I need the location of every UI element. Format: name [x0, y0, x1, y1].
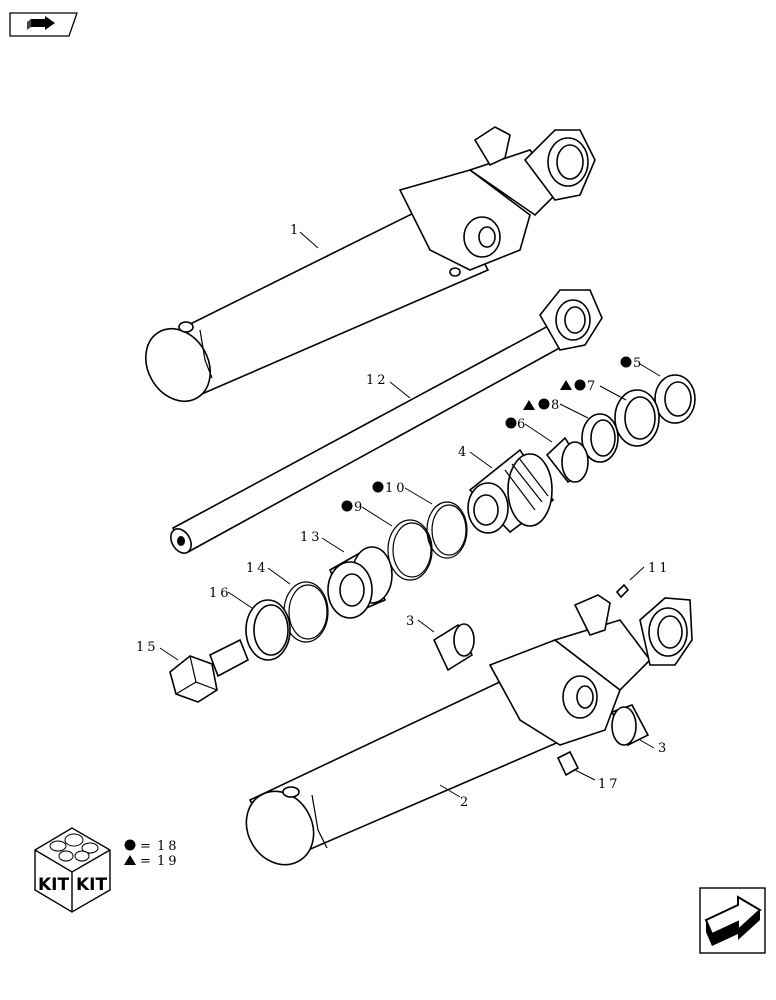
callout-3b: 3	[658, 741, 669, 756]
callout-5: 5	[633, 356, 644, 371]
bushing-3b	[610, 704, 650, 747]
piston-rod-12	[170, 289, 603, 554]
callout-10: 10	[385, 481, 408, 496]
kit-box-text-left: KIT	[38, 875, 69, 895]
kit18-marker	[620, 356, 632, 368]
forward-button[interactable]	[699, 887, 766, 954]
callout-2: 2	[460, 795, 471, 810]
cylinder-barrel-1	[145, 126, 596, 402]
seal-7	[614, 389, 660, 447]
callout-9: 9	[354, 500, 365, 515]
grease-fitting-11	[615, 583, 630, 599]
callout-3a: 3	[406, 614, 417, 629]
bushing-3a	[432, 623, 475, 672]
legend-equals-2: =	[140, 854, 154, 869]
callout-14: 14	[246, 561, 269, 576]
kit19-marker	[560, 380, 572, 390]
legend-kit-19: 19	[157, 854, 180, 869]
callout-17: 17	[598, 777, 621, 792]
callout-13: 13	[300, 530, 323, 545]
kit18-marker	[341, 500, 353, 512]
kit18-marker	[505, 417, 517, 429]
ring-16	[245, 599, 291, 661]
circle-symbol-icon	[124, 839, 136, 851]
back-arrow-icon	[27, 16, 55, 30]
kit18-marker	[538, 398, 550, 410]
callout-12: 12	[366, 373, 389, 388]
callout-8: 8	[551, 398, 562, 413]
legend-equals-1: =	[140, 839, 154, 854]
legend-kit-18: 18	[157, 839, 180, 854]
forward-arrow-icon	[704, 895, 762, 946]
kit18-marker	[574, 379, 586, 391]
kit18-marker	[372, 481, 384, 493]
wiper-5	[654, 374, 696, 424]
bolt-15	[169, 638, 250, 703]
ring-8	[581, 413, 619, 463]
gland-4	[467, 448, 555, 534]
callout-labels: 1 12 4 5 7 8 6 10 9 13 14 16 15 3 11 3 2…	[136, 223, 671, 810]
kit-legend: KIT KIT = 18 = 19	[34, 827, 180, 913]
bushing-6	[545, 436, 589, 484]
kit19-marker	[523, 400, 535, 410]
callout-15: 15	[136, 640, 159, 655]
callout-11: 11	[648, 561, 671, 576]
ring-9	[387, 519, 433, 581]
kit-box-text-right: KIT	[76, 875, 107, 895]
callout-6: 6	[517, 417, 528, 432]
triangle-symbol-icon	[124, 855, 136, 865]
kit-box-icon: KIT KIT	[34, 827, 111, 913]
back-button[interactable]	[9, 12, 78, 37]
leader-lines	[159, 231, 661, 798]
callout-7: 7	[587, 379, 598, 394]
cylinder-barrel-2	[245, 594, 693, 866]
callout-4: 4	[458, 445, 469, 460]
callout-16: 16	[209, 586, 232, 601]
callout-1: 1	[290, 223, 301, 238]
oring-10	[426, 501, 468, 559]
fitting-17	[556, 750, 580, 777]
piston-13	[327, 546, 393, 619]
